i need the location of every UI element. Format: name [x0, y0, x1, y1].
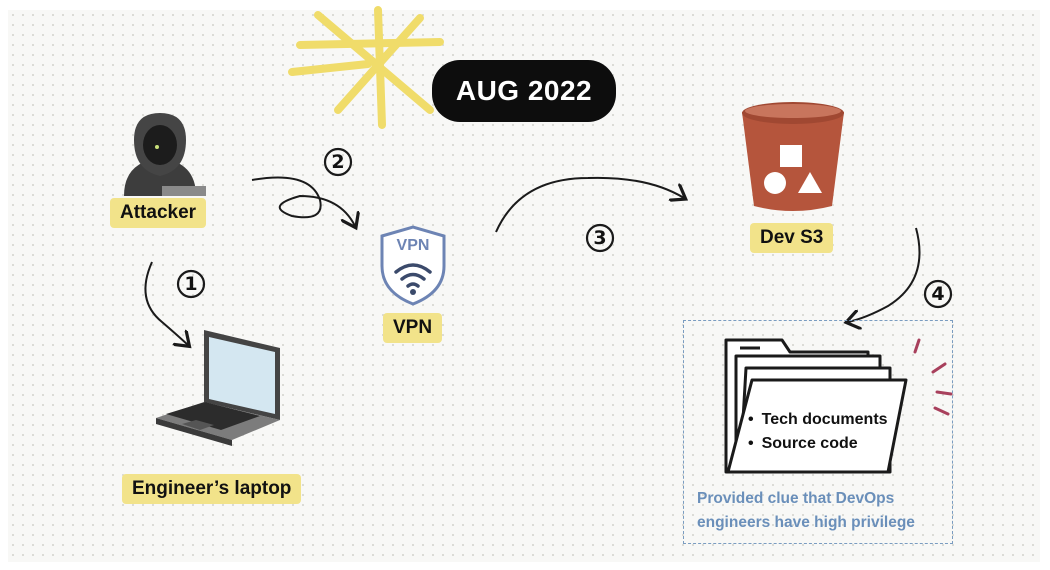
findings-item-tech-documents: Tech documents — [748, 408, 888, 432]
findings-list: Tech documents Source code — [748, 408, 888, 456]
findings-box — [683, 320, 953, 544]
s3-bucket-icon — [742, 102, 844, 211]
hacker-icon — [124, 113, 206, 196]
step-3-marker: 3 — [593, 227, 607, 249]
vpn-logo-text: VPN — [396, 237, 430, 254]
attacker-label: Attacker — [110, 198, 207, 228]
laptop-icon — [156, 330, 280, 446]
starburst-icon — [288, 6, 444, 129]
arrow-s3-to-folder — [848, 227, 921, 322]
step-2-marker: 2 — [331, 151, 345, 173]
vpn-label: VPN — [383, 313, 443, 343]
step-4-marker: 4 — [931, 283, 945, 305]
s3-label: Dev S3 — [750, 223, 834, 253]
arrow-vpn-to-s3 — [495, 176, 684, 233]
sparkle-icon — [913, 338, 953, 416]
laptop-label: Engineer’s laptop — [122, 474, 302, 504]
clue-text: Provided clue that DevOps engineers have… — [697, 490, 915, 531]
arrow-attacker-to-vpn — [251, 176, 355, 227]
findings-item-source-code: Source code — [748, 432, 888, 456]
step-1-marker: 1 — [184, 273, 198, 295]
date-pill: AUG 2022 — [432, 60, 616, 122]
vpn-shield-icon — [380, 225, 446, 306]
arrow-attacker-to-laptop — [144, 261, 188, 345]
